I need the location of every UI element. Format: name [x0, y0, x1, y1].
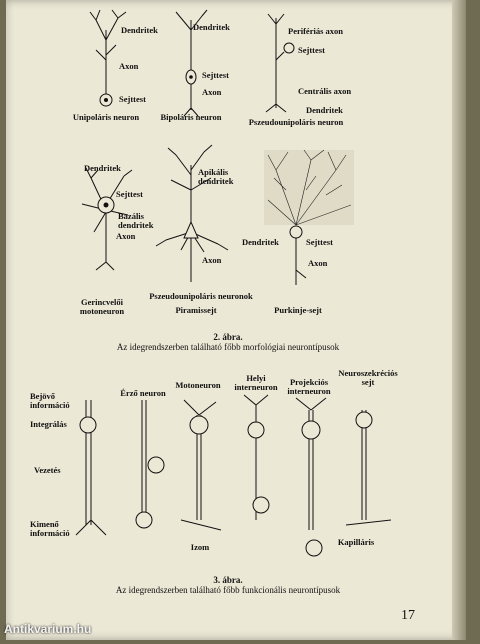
purkinje-dendrites-label: Dendritek	[242, 237, 279, 247]
moto-basal-dendrites-label: Bazális dendritek	[118, 211, 154, 230]
bipolar-soma-label: Sejttest	[202, 70, 229, 80]
pseudo-soma-label: Sejttest	[298, 45, 325, 55]
purkinje-soma-label: Sejttest	[306, 237, 333, 247]
bipolar-axon-label: Axon	[202, 87, 222, 97]
moto-axon-label: Axon	[116, 231, 136, 241]
moto-dendrites-label: Dendritek	[84, 163, 121, 173]
conduction-label: Vezetés	[34, 465, 61, 475]
pyramid-group-name: Pszeudounipoláris neuronok	[149, 291, 253, 301]
functional-neuron-columns	[75, 394, 392, 557]
figure-2-number: 2. ábra.	[213, 332, 243, 342]
unipolar-neuron-drawing	[89, 9, 127, 107]
moto-neuron-name: Gerincvelői motoneuron	[79, 297, 125, 316]
pseudo-neuron-name: Pszeudounipoláris neuron	[248, 117, 344, 127]
figure-2-illustration	[81, 9, 354, 285]
pyramid-apical-dendrites-label: Apikális dendritek	[198, 167, 234, 186]
integration-label: Integrálás	[30, 419, 67, 429]
purkinje-axon-label: Axon	[308, 258, 328, 268]
unipolar-dendrites-label: Dendritek	[121, 25, 158, 35]
figure-2-caption-text: Az idegrendszerben található főbb morfol…	[116, 341, 340, 352]
unipolar-axon-label: Axon	[119, 61, 139, 71]
unipolar-neuron-name: Unipoláris neuron	[72, 112, 140, 122]
pseudo-peripheral-axon-label: Perifériás axon	[288, 26, 343, 36]
local-interneuron-label: Helyi interneuron	[234, 373, 278, 392]
moto-soma-label: Sejttest	[116, 189, 143, 199]
capillary-label: Kapilláris	[337, 537, 375, 547]
pseudo-dendrites-label: Dendritek	[306, 105, 343, 115]
pyramid-axon-label: Axon	[202, 255, 222, 265]
pseudounipolar-neuron-drawing	[265, 13, 295, 113]
bipolar-neuron-name: Bipoláris neuron	[160, 112, 222, 122]
figure-3-number: 3. ábra.	[213, 575, 243, 585]
page-edge-shadow	[452, 0, 466, 640]
pseudo-central-axon-label: Centrális axon	[298, 86, 352, 96]
pyramid-cell-name: Piramissejt	[175, 305, 217, 315]
figure-2-caption: 2. ábra. Az idegrendszerben található fő…	[116, 332, 340, 353]
book-page: Dendritek Axon Sejttest Unipoláris neuro…	[6, 0, 466, 640]
figure-3-illustration	[75, 394, 392, 557]
sensory-neuron-label: Érző neuron	[120, 388, 166, 398]
input-info-label: Bejövő információ	[30, 391, 70, 410]
motoneuron-drawing	[81, 167, 133, 271]
purkinje-cell-drawing	[264, 149, 354, 285]
motoneuron-label: Motoneuron	[175, 380, 221, 390]
neurosecretory-cell-label: Neuroszekréciós sejt	[338, 368, 398, 387]
watermark: Antikvarium.hu	[4, 622, 92, 636]
projection-interneuron-label: Projekciós interneuron	[287, 377, 331, 396]
bipolar-neuron-drawing	[175, 9, 208, 117]
page-number: 17	[401, 608, 415, 623]
unipolar-soma-label: Sejttest	[119, 94, 146, 104]
muscle-label: Izom	[190, 542, 210, 552]
purkinje-cell-name: Purkinje-sejt	[274, 305, 322, 315]
bipolar-dendrites-label: Dendritek	[193, 22, 230, 32]
pyramidal-neuron-drawing	[155, 144, 229, 282]
figure-3-caption-text: Az idegrendszerben található főbb funkci…	[115, 584, 341, 595]
figure-3-caption: 3. ábra. Az idegrendszerben található fő…	[115, 575, 341, 596]
output-info-label: Kimenő információ	[30, 519, 70, 538]
